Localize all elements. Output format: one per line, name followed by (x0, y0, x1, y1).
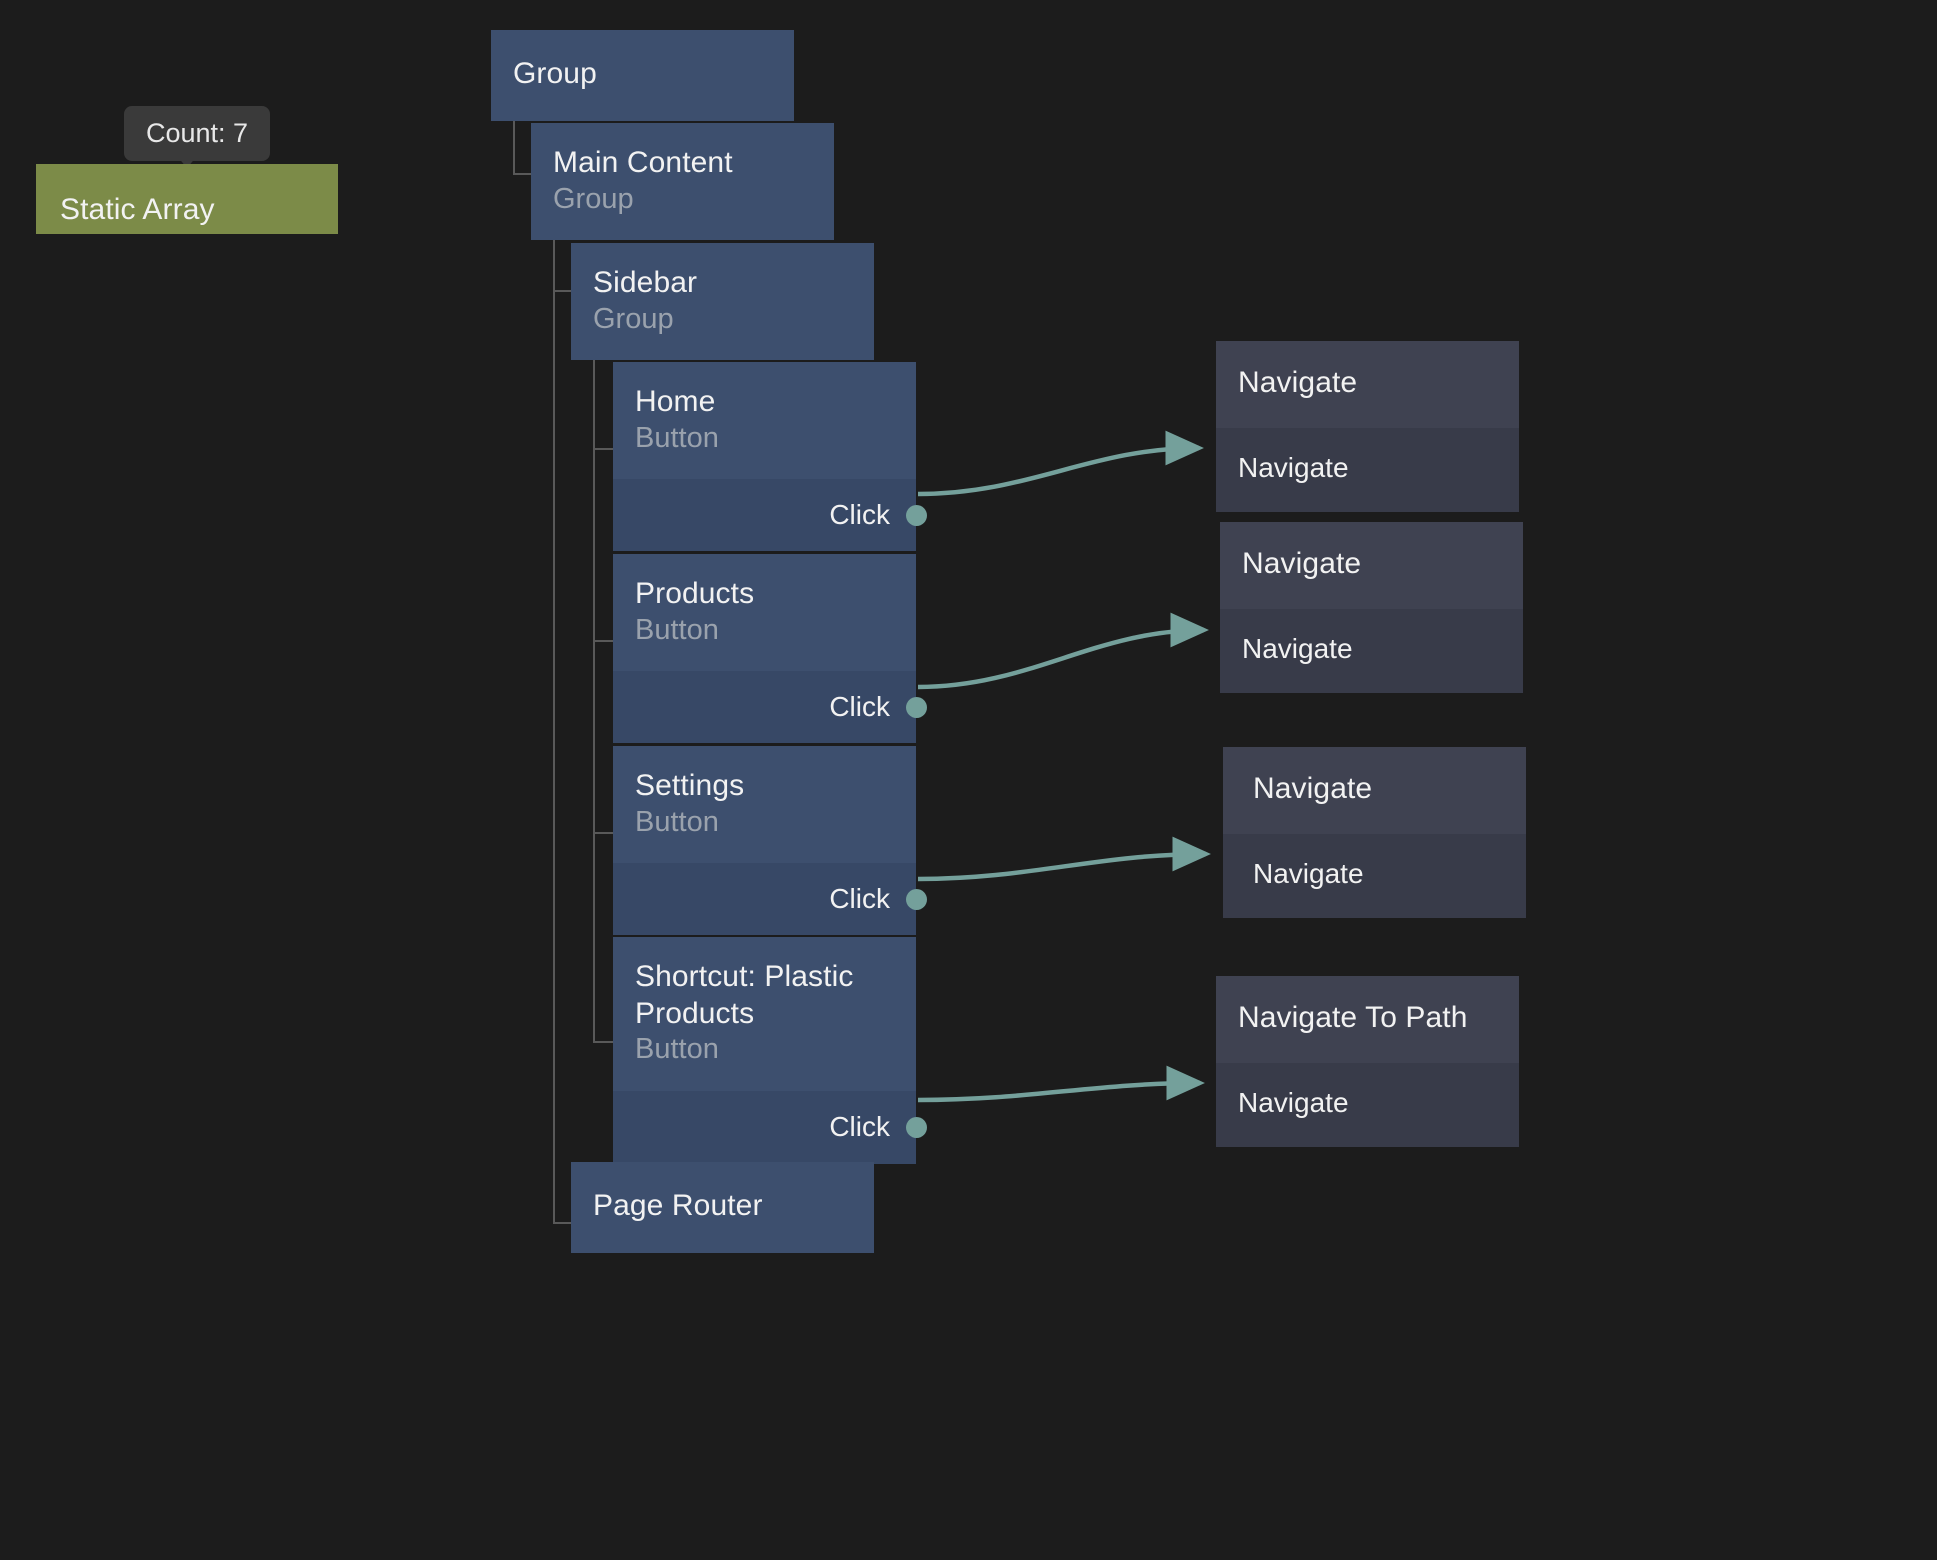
navigate-action-2-header: Navigate (1220, 522, 1523, 609)
group-node-head: Group (491, 30, 794, 121)
navigate-action-2-body: Navigate (1220, 608, 1523, 693)
home-click-port[interactable]: Click (829, 499, 927, 531)
products-click-port-label: Click (829, 691, 890, 723)
navigate-action-1-body: Navigate (1216, 427, 1519, 512)
shortcut-button-head: Shortcut: Plastic Products Button (613, 937, 916, 1091)
page-router-head: Page Router (571, 1162, 874, 1253)
tree-connector (593, 832, 613, 834)
products-click-port[interactable]: Click (829, 691, 927, 723)
sidebar-title: Sidebar (593, 266, 698, 299)
tree-connector (553, 1222, 573, 1224)
sidebar-subtitle: Group (593, 302, 674, 335)
navigate-action-1-title: Navigate (1238, 366, 1358, 399)
count-tooltip-label: Count: 7 (146, 118, 249, 148)
settings-click-port-label: Click (829, 883, 890, 915)
tree-connector (593, 333, 595, 1043)
group-node[interactable]: Group (491, 30, 794, 121)
navigate-to-path-body: Navigate (1216, 1062, 1519, 1147)
tree-connector (593, 1041, 613, 1043)
settings-button-head: Settings Button (613, 746, 916, 863)
navigate-action-node-2[interactable]: Navigate Navigate (1220, 522, 1523, 693)
tree-connector (553, 290, 573, 292)
main-content-node[interactable]: Main Content Group (531, 123, 834, 241)
navigate-action-node-1[interactable]: Navigate Navigate (1216, 341, 1519, 512)
count-tooltip-tail (172, 150, 202, 168)
sidebar-node[interactable]: Sidebar Group (571, 243, 874, 361)
tree-connector (553, 213, 555, 1223)
home-button-ports: Click (613, 479, 927, 552)
navigate-to-path-title: Navigate To Path (1238, 1001, 1468, 1034)
navigate-action-2-title: Navigate (1242, 547, 1362, 580)
navigate-action-3-body: Navigate (1223, 833, 1526, 918)
home-click-port-dot[interactable] (906, 504, 927, 526)
navigate-action-node-3[interactable]: Navigate Navigate (1223, 747, 1526, 918)
home-button-title: Home (635, 385, 716, 418)
edge-settings-to-navigate (917, 836, 1211, 882)
main-content-head: Main Content Group (531, 123, 834, 240)
navigate-action-3-input-label: Navigate (1253, 857, 1364, 889)
navigate-action-3-title: Navigate (1253, 772, 1373, 805)
shortcut-button-ports: Click (613, 1090, 927, 1164)
shortcut-button-subtitle: Button (635, 1033, 719, 1066)
products-click-port-dot[interactable] (906, 696, 927, 718)
settings-button-subtitle: Button (635, 805, 719, 838)
settings-click-port-dot[interactable] (906, 888, 927, 910)
tree-connector (593, 448, 613, 450)
page-router-title: Page Router (593, 1189, 763, 1222)
sidebar-head: Sidebar Group (571, 243, 874, 360)
navigate-action-1-input-label: Navigate (1238, 451, 1349, 483)
products-button-title: Products (635, 577, 755, 610)
shortcut-click-port-dot[interactable] (906, 1116, 927, 1138)
group-node-title: Group (513, 57, 597, 90)
settings-button-node[interactable]: Settings Button Click (613, 746, 927, 936)
shortcut-click-port-label: Click (829, 1111, 890, 1143)
navigate-action-1-header: Navigate (1216, 341, 1519, 428)
home-click-port-label: Click (829, 499, 890, 531)
home-button-head: Home Button (613, 362, 916, 479)
navigate-to-path-action-node[interactable]: Navigate To Path Navigate (1216, 976, 1519, 1147)
settings-button-ports: Click (613, 863, 927, 936)
shortcut-plastic-products-button-node[interactable]: Shortcut: Plastic Products Button Click (613, 937, 927, 1164)
main-content-subtitle: Group (553, 182, 634, 215)
navigate-to-path-input-label: Navigate (1238, 1086, 1349, 1118)
navigate-action-3-header: Navigate (1223, 747, 1526, 834)
navigate-action-2-input-label: Navigate (1242, 632, 1353, 664)
home-button-subtitle: Button (635, 421, 719, 454)
shortcut-button-title: Shortcut: Plastic Products (635, 960, 854, 1030)
products-button-ports: Click (613, 671, 927, 744)
products-button-node[interactable]: Products Button Click (613, 554, 927, 744)
main-content-title: Main Content (553, 146, 733, 179)
tree-connector (513, 100, 515, 175)
settings-button-title: Settings (635, 769, 745, 802)
shortcut-click-port[interactable]: Click (829, 1111, 927, 1143)
edge-home-to-navigate (917, 430, 1204, 497)
tree-connector (593, 640, 613, 642)
navigate-to-path-header: Navigate To Path (1216, 976, 1519, 1063)
edge-shortcut-to-navigate-to-path (917, 1065, 1205, 1103)
static-array-title: Static Array (60, 193, 215, 226)
static-array-node[interactable]: Static Array (36, 164, 338, 234)
edge-products-to-navigate (917, 612, 1209, 690)
products-button-head: Products Button (613, 554, 916, 671)
products-button-subtitle: Button (635, 613, 719, 646)
home-button-node[interactable]: Home Button Click (613, 362, 927, 552)
page-router-node[interactable]: Page Router (571, 1162, 874, 1253)
tree-connector (513, 173, 533, 175)
settings-click-port[interactable]: Click (829, 883, 927, 915)
